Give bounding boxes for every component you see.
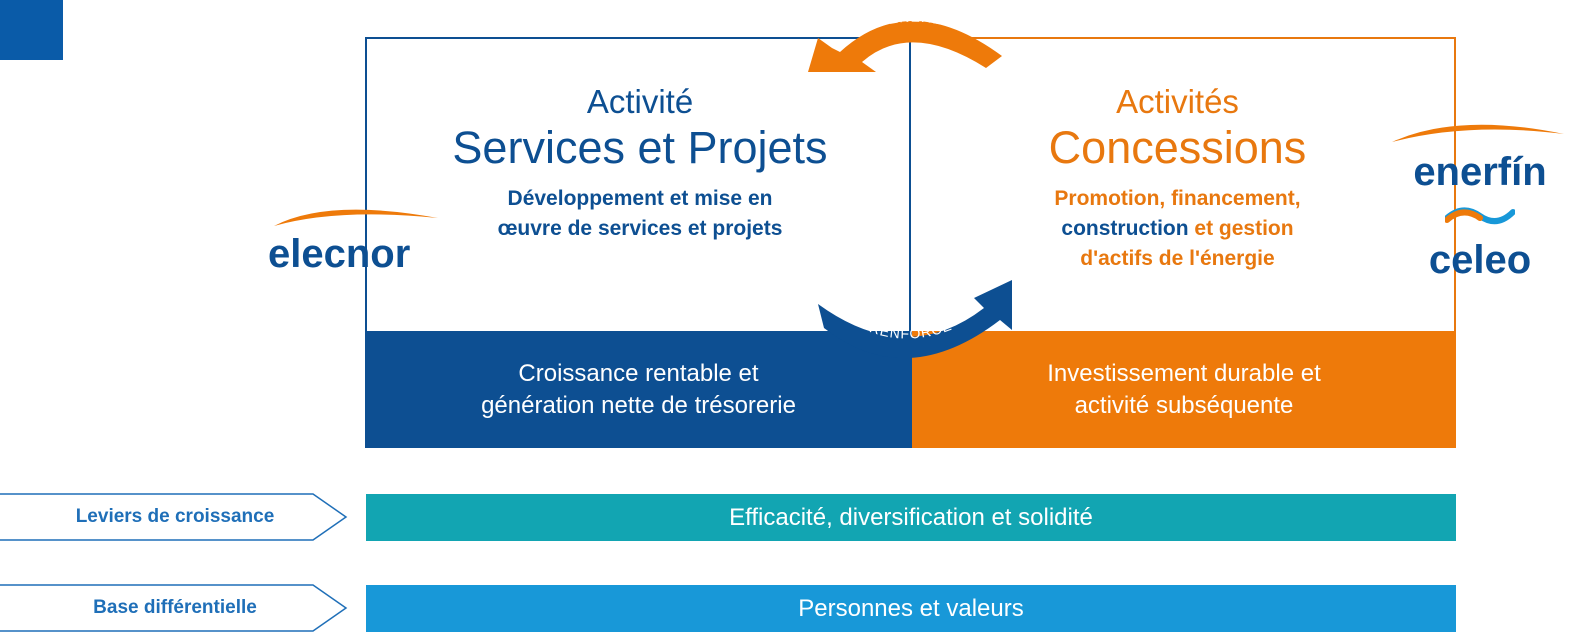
services-desc-line1: Développement et mise en <box>507 187 773 210</box>
corner-square <box>0 0 63 60</box>
concessions-desc-line2b: et gestion <box>1188 217 1294 240</box>
tag-arrow-icon <box>0 584 348 632</box>
services-activity: Activité Services et Projets Développeme… <box>380 82 900 244</box>
concessions-activity: Activités Concessions Promotion, finance… <box>915 82 1440 274</box>
tag-arrow-icon <box>0 493 348 541</box>
renforce-arrow-icon: RENFORCE <box>818 280 1012 358</box>
enerfin-swoosh-icon <box>1392 124 1564 142</box>
services-frame <box>365 37 911 332</box>
celeo-logo: celeo <box>1428 238 1532 282</box>
services-label: Activité <box>586 83 694 120</box>
growth-levers-row: Leviers de croissance Efficacité, divers… <box>0 492 1571 542</box>
concessions-frame <box>910 37 1456 332</box>
concessions-desc-line2a: construction <box>1061 217 1189 240</box>
growth-levers-tag: Leviers de croissance <box>0 492 348 542</box>
svg-text:GÉNÈRE: GÉNÈRE <box>875 9 945 30</box>
elecnor-logo: elecnor <box>268 232 411 276</box>
differential-base-label: Base différentielle <box>93 597 257 618</box>
services-title: Services et Projets <box>452 122 828 173</box>
concessions-desc-line2: construction et gestion <box>915 214 1440 244</box>
concessions-outcome-bar: Investissement durable et activité subsé… <box>912 331 1456 448</box>
concessions-outcome-line1: Investissement durable et <box>1047 359 1321 387</box>
genere-arrow-icon: GÉNÈRE <box>808 9 1002 72</box>
center-divider <box>909 37 911 332</box>
concessions-label: Activités <box>1116 83 1239 120</box>
enerfin-logo: enerfín <box>1413 150 1547 194</box>
services-outcome-bar: Croissance rentable et génération nette … <box>365 331 912 448</box>
differential-base-row: Base différentielle Personnes et valeurs <box>0 583 1571 633</box>
services-outcome-line1: Croissance rentable et <box>518 359 759 387</box>
growth-levers-bar: Efficacité, diversification et solidité <box>366 494 1456 541</box>
genere-label: GÉNÈRE <box>875 9 944 30</box>
differential-base-bar: Personnes et valeurs <box>366 585 1456 632</box>
concessions-outcome-line2: activité subséquente <box>1074 391 1294 419</box>
growth-levers-label: Leviers de croissance <box>75 506 275 527</box>
concessions-title: Concessions <box>1048 122 1307 173</box>
concessions-desc-line3: d'actifs de l'énergie <box>1080 247 1275 270</box>
celeo-wave-icon <box>1445 207 1515 225</box>
elecnor-swoosh-icon <box>274 209 438 226</box>
services-desc-line2: œuvre de services et projets <box>497 217 783 240</box>
services-outcome-line2: génération nette de trésorerie <box>481 391 796 419</box>
differential-base-tag: Base différentielle <box>0 583 348 633</box>
concessions-desc-line1: Promotion, financement, <box>1054 187 1301 210</box>
